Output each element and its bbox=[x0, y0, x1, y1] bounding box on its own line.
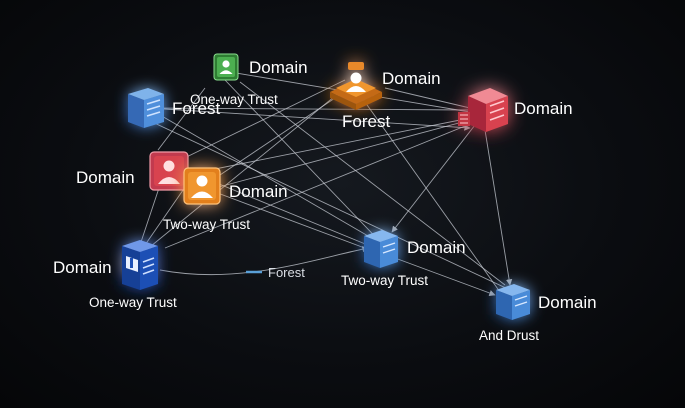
node-domain-orange-top[interactable] bbox=[330, 62, 382, 110]
edge bbox=[239, 81, 506, 286]
node-label: Domain bbox=[249, 58, 308, 77]
edge bbox=[391, 124, 476, 233]
node-domain-left[interactable] bbox=[149, 151, 189, 191]
node-label: Domain bbox=[538, 293, 597, 312]
edge bbox=[169, 79, 346, 166]
legend-label: Forest bbox=[268, 265, 305, 280]
legend: Forest bbox=[246, 265, 305, 280]
user-icon bbox=[346, 72, 366, 92]
edge-label: One-way Trust bbox=[89, 295, 177, 310]
edge bbox=[157, 87, 206, 151]
edge bbox=[147, 107, 471, 111]
node-label: Domain bbox=[382, 69, 441, 88]
edge bbox=[204, 87, 351, 186]
edge-label: Two-way Trust bbox=[341, 273, 428, 288]
edge bbox=[164, 123, 471, 249]
edge-label: Two-way Trust bbox=[163, 217, 250, 232]
edges bbox=[139, 71, 513, 296]
edge-label: One-way Trust bbox=[190, 92, 278, 107]
user-icon bbox=[191, 175, 213, 198]
edge bbox=[147, 119, 511, 291]
edge bbox=[359, 94, 501, 293]
node-label: Forest bbox=[342, 112, 390, 131]
node-forest-left[interactable] bbox=[128, 88, 164, 128]
server-icon bbox=[364, 230, 398, 268]
edge bbox=[224, 79, 389, 251]
node-domain-green[interactable]: Domain bbox=[213, 53, 308, 81]
edge bbox=[484, 129, 513, 286]
edge-label: And Drust bbox=[479, 328, 539, 343]
node-domain-red[interactable] bbox=[458, 88, 508, 132]
node-label: Domain bbox=[229, 182, 288, 201]
edge bbox=[159, 246, 369, 276]
edge bbox=[184, 117, 471, 176]
edge bbox=[394, 257, 496, 296]
edge bbox=[384, 87, 471, 109]
node-domain-bottom-left[interactable] bbox=[122, 240, 158, 290]
edge bbox=[147, 107, 376, 241]
server-icon bbox=[122, 240, 158, 290]
node-label: Forest bbox=[172, 99, 220, 118]
edge bbox=[139, 91, 341, 256]
edge bbox=[139, 184, 161, 246]
server-icon bbox=[496, 284, 530, 320]
building-icon bbox=[458, 88, 508, 132]
node-label: Domain bbox=[407, 238, 466, 257]
user-icon bbox=[158, 160, 180, 184]
node-label: Domain bbox=[53, 258, 112, 277]
node-domain-orange-mid[interactable] bbox=[183, 167, 221, 205]
edge bbox=[144, 179, 191, 246]
server-icon bbox=[128, 88, 164, 128]
node-label: Domain bbox=[514, 99, 573, 118]
edge bbox=[147, 107, 471, 131]
node-domain-bottom-right[interactable] bbox=[496, 284, 530, 320]
edge bbox=[214, 119, 471, 189]
edge bbox=[214, 191, 371, 251]
node-domain-center[interactable] bbox=[364, 230, 398, 268]
user-icon bbox=[219, 60, 233, 74]
node-label: Domain bbox=[76, 168, 135, 187]
